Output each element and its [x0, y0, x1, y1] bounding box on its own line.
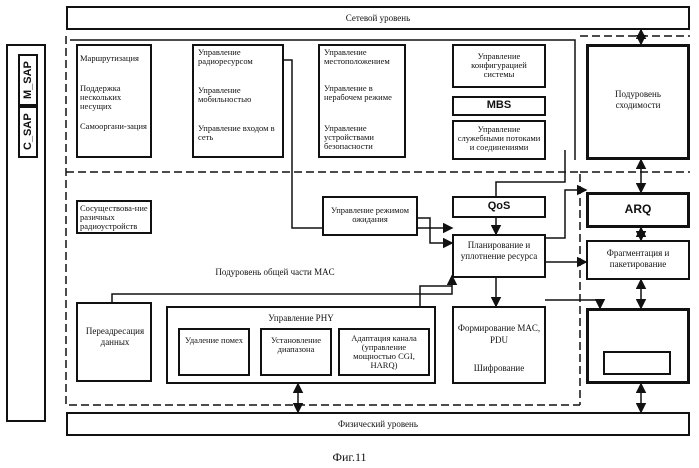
convergence-label: Подуровень сходимости [593, 89, 683, 111]
security-sublayer-box [586, 308, 690, 384]
network-level-label: Сетевой уровень [68, 14, 688, 23]
network-entry-label: Управление входом в сеть [198, 124, 282, 142]
mbs-box: MBS [452, 96, 546, 116]
scheduling-label: Планирование и уплотнение ресурса [456, 240, 542, 262]
system-config-box: Управление конфигурацией системы [452, 44, 546, 88]
figure-caption: Фиг.11 [0, 450, 699, 465]
sleep-mode-label: Управление режимом ожидания [326, 206, 414, 224]
pdu-label: Формирование MAC, PDU [456, 322, 542, 346]
mobility-label: Управление мобильностью [198, 86, 282, 104]
ranging-box: Установление диапазона [260, 328, 332, 376]
location-label: Управление местоположением [324, 48, 404, 66]
phy-control-title: Управление PHY [168, 314, 434, 323]
pdu-box: Формирование MAC, PDU Шифрование [452, 306, 546, 384]
physical-level-bar: Физический уровень [66, 412, 690, 436]
radio-resource-label: Управление радиоресурсом [198, 48, 282, 66]
interference-label: Удаление помех [182, 336, 246, 345]
physical-level-label: Физический уровень [68, 420, 688, 429]
scheduling-box: Планирование и уплотнение ресурса [452, 234, 546, 278]
relay-box: Переадресация данных [76, 302, 152, 382]
qos-box: QoS [452, 196, 546, 218]
routing-label: Маршрутизация [80, 54, 152, 63]
c-sap-box: C_SAP [18, 106, 38, 158]
fragmentation-label: Фрагментация и пакетирование [590, 248, 686, 270]
network-level-bar: Сетевой уровень [66, 6, 690, 30]
system-config-label: Управление конфигурацией системы [456, 52, 542, 79]
coexistence-label: Сосуществова-ние разичных радиоустройств [80, 204, 150, 231]
arq-box: ARQ [586, 192, 690, 228]
security-inner-box [603, 351, 671, 375]
link-adapt-box: Адаптация канала (управление мощностью C… [338, 328, 430, 376]
mbs-label: MBS [454, 101, 544, 110]
relay-label: Переадресация данных [80, 326, 150, 348]
service-flow-box: Управление служебными потоками и соедине… [452, 120, 546, 160]
sleep-mode-box: Управление режимом ожидания [322, 196, 418, 236]
fragmentation-box: Фрагментация и пакетирование [586, 240, 690, 280]
multi-carrier-label: Поддержка нескольких несущих [80, 84, 152, 111]
m-sap-label: M_SAP [20, 56, 36, 104]
arq-label: ARQ [589, 205, 687, 214]
idle-mode-label: Управление в нерабочем режиме [324, 84, 404, 102]
link-adapt-label: Адаптация канала (управление мощностью C… [342, 334, 426, 370]
service-flow-label: Управление служебными потоками и соедине… [456, 125, 542, 152]
convergence-sublayer-box: Подуровень сходимости [586, 44, 690, 160]
coexistence-box: Сосуществова-ние разичных радиоустройств [76, 200, 152, 234]
m-sap-box: M_SAP [18, 54, 38, 106]
encryption-label: Шифрование [456, 364, 542, 373]
qos-label: QoS [454, 202, 544, 211]
interference-box: Удаление помех [178, 328, 250, 376]
c-sap-label: C_SAP [20, 108, 36, 156]
ranging-label: Установление диапазона [264, 336, 328, 354]
self-org-label: Самооргани-зация [80, 122, 152, 131]
security-label: Управление устройствами безопасности [324, 124, 404, 151]
mac-cps-label: Подуровень общей части MAC [190, 268, 360, 277]
